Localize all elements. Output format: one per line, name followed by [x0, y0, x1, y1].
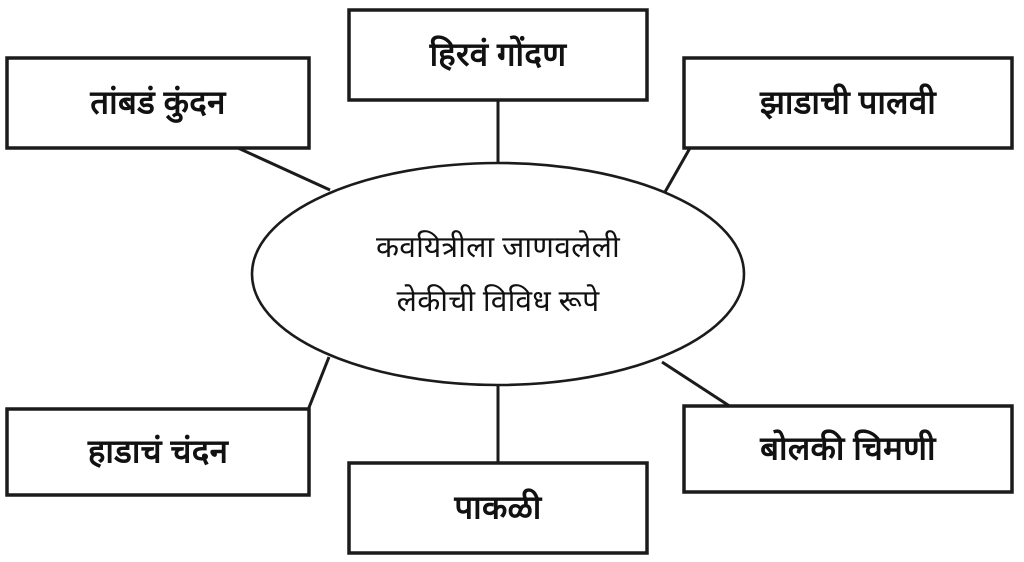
node-bottom-left-label: हाडाचं चंदन [87, 435, 230, 471]
node-top-right-label: झाडाची पालवी [759, 83, 937, 122]
center-ellipse[interactable] [250, 161, 746, 387]
node-top-right[interactable]: झाडाची पालवी [682, 56, 1014, 150]
node-top-center-label: हिरवं गोंदण [429, 35, 568, 74]
connector-top-right [663, 147, 692, 193]
node-top-right-box[interactable] [682, 56, 1014, 150]
node-bottom-center-box[interactable] [347, 461, 649, 555]
center-label-line-2: लेकीची विविध रूपे [397, 284, 600, 318]
node-top-left[interactable]: तांबडं कुंदन [5, 56, 311, 150]
node-bottom-center[interactable]: पाकळी [347, 461, 649, 555]
node-bottom-left-box[interactable] [5, 407, 311, 497]
connector-bottom-left [306, 356, 331, 411]
connector-top-left [237, 146, 331, 192]
center-node[interactable]: कवयित्रीला जाणवलेली लेकीची विविध रूपे [250, 161, 746, 387]
node-top-center[interactable]: हिरवं गोंदण [347, 8, 649, 102]
node-bottom-right[interactable]: बोलकी चिमणी [682, 404, 1014, 494]
node-bottom-left[interactable]: हाडाचं चंदन [5, 407, 311, 497]
connector-bottom-right [661, 360, 732, 409]
node-bottom-center-label: पाकळी [453, 488, 542, 527]
node-bottom-right-box[interactable] [682, 404, 1014, 494]
node-bottom-right-label: बोलकी चिमणी [759, 429, 937, 468]
center-label-line-1: कवयित्रीला जाणवलेली [376, 230, 621, 264]
node-top-left-box[interactable] [5, 56, 311, 150]
node-top-left-label: तांबडं कुंदन [89, 86, 227, 124]
node-top-center-box[interactable] [347, 8, 649, 102]
connector-group [237, 100, 732, 463]
